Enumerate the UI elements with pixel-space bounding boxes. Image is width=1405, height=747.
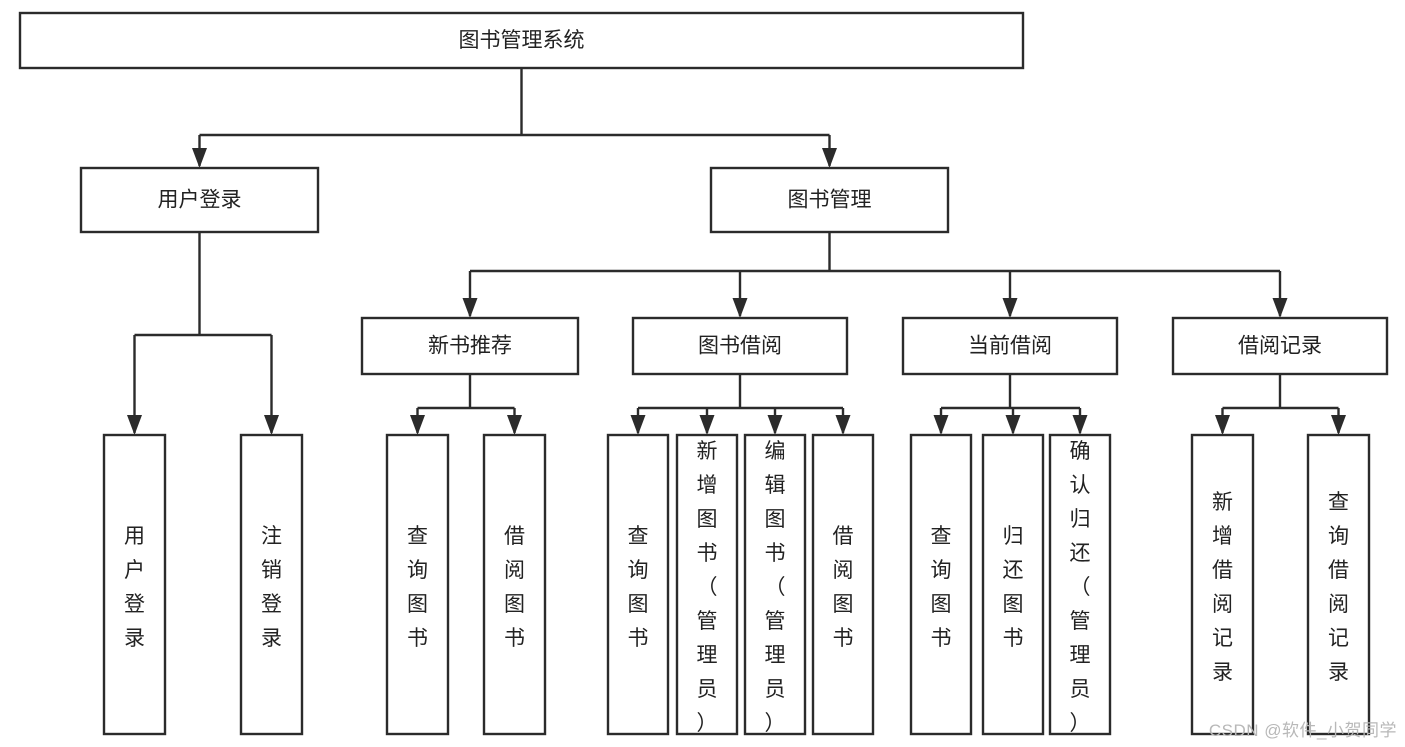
arrow-head-icon bbox=[1072, 415, 1088, 435]
watermark-label: CSDN @软件_小贺同学 bbox=[1208, 721, 1397, 740]
node-label-root: 图书管理系统 bbox=[459, 29, 585, 52]
node-box-nbr-borrow-book bbox=[482, 433, 547, 736]
node-user-login-leaf[interactable]: 用户登录 bbox=[102, 433, 167, 736]
node-label-borrow-record: 借阅记录 bbox=[1238, 335, 1322, 358]
node-box-user-login-leaf bbox=[102, 433, 167, 736]
node-box-current-borrow bbox=[901, 316, 1119, 376]
node-cb-return-book[interactable]: 归还图书 bbox=[981, 433, 1045, 736]
node-label-bb-borrow-book: 借阅图书 bbox=[833, 525, 854, 650]
node-label-cb-return-book: 归还图书 bbox=[1003, 525, 1024, 650]
node-cb-confirm-return[interactable]: 确认归还（管理员） bbox=[1048, 433, 1112, 736]
arrow-head-icon bbox=[1272, 298, 1288, 318]
node-box-root bbox=[18, 11, 1025, 70]
node-nbr-query-book[interactable]: 查询图书 bbox=[385, 433, 450, 736]
node-br-add-record[interactable]: 新增借阅记录 bbox=[1190, 433, 1255, 736]
node-book-management[interactable]: 图书管理 bbox=[709, 166, 950, 234]
arrow-head-icon bbox=[835, 415, 851, 435]
node-label-cb-confirm-return: 确认归还（管理员） bbox=[1070, 440, 1091, 735]
node-box-br-query-record bbox=[1306, 433, 1371, 736]
node-box-bb-borrow-book bbox=[811, 433, 875, 736]
arrow-head-icon bbox=[410, 415, 425, 435]
arrow-head-icon bbox=[933, 415, 949, 435]
node-root[interactable]: 图书管理系统 bbox=[18, 11, 1025, 70]
node-label-nbr-query-book: 查询图书 bbox=[407, 525, 428, 650]
node-bb-add-book[interactable]: 新增图书（管理员） bbox=[675, 433, 739, 736]
node-label-br-add-record: 新增借阅记录 bbox=[1212, 491, 1233, 684]
node-user-logout-leaf[interactable]: 注销登录 bbox=[239, 433, 304, 736]
node-book-borrow[interactable]: 图书借阅 bbox=[631, 316, 849, 376]
node-bb-borrow-book[interactable]: 借阅图书 bbox=[811, 433, 875, 736]
node-label-bb-query-book: 查询图书 bbox=[628, 525, 649, 650]
node-label-nbr-borrow-book: 借阅图书 bbox=[504, 525, 525, 650]
arrow-head-icon bbox=[507, 415, 522, 435]
node-nbr-borrow-book[interactable]: 借阅图书 bbox=[482, 433, 547, 736]
arrow-head-icon bbox=[822, 148, 837, 168]
node-box-book-borrow bbox=[631, 316, 849, 376]
arrow-head-icon bbox=[732, 298, 748, 318]
node-label-cb-query-book: 查询图书 bbox=[931, 525, 952, 650]
node-box-user-logout-leaf bbox=[239, 433, 304, 736]
node-box-nbr-query-book bbox=[385, 433, 450, 736]
node-box-cb-confirm-return bbox=[1048, 433, 1112, 736]
node-label-bb-add-book: 新增图书（管理员） bbox=[697, 440, 718, 735]
node-box-borrow-record bbox=[1171, 316, 1389, 376]
arrow-head-icon bbox=[264, 415, 279, 435]
node-bb-query-book[interactable]: 查询图书 bbox=[606, 433, 670, 736]
arrow-head-icon bbox=[1002, 298, 1018, 318]
node-label-book-management: 图书管理 bbox=[788, 189, 872, 212]
arrow-head-icon bbox=[1331, 415, 1346, 435]
node-label-br-query-record: 查询借阅记录 bbox=[1328, 491, 1349, 684]
node-label-user-login: 用户登录 bbox=[158, 189, 242, 212]
node-current-borrow[interactable]: 当前借阅 bbox=[901, 316, 1119, 376]
arrow-head-icon bbox=[1005, 415, 1021, 435]
arrow-head-icon bbox=[1215, 415, 1230, 435]
arrow-head-icon bbox=[127, 415, 142, 435]
arrow-head-icon bbox=[767, 415, 783, 435]
node-new-book-recommend[interactable]: 新书推荐 bbox=[360, 316, 580, 376]
node-label-user-logout-leaf: 注销登录 bbox=[261, 525, 282, 650]
arrow-head-icon bbox=[192, 148, 207, 168]
node-label-new-book-recommend: 新书推荐 bbox=[428, 335, 512, 358]
node-label-current-borrow: 当前借阅 bbox=[968, 335, 1052, 358]
node-br-query-record[interactable]: 查询借阅记录 bbox=[1306, 433, 1371, 736]
node-box-cb-query-book bbox=[909, 433, 973, 736]
node-borrow-record[interactable]: 借阅记录 bbox=[1171, 316, 1389, 376]
node-box-cb-return-book bbox=[981, 433, 1045, 736]
node-bb-edit-book[interactable]: 编辑图书（管理员） bbox=[743, 433, 807, 736]
node-cb-query-book[interactable]: 查询图书 bbox=[909, 433, 973, 736]
arrow-head-icon bbox=[630, 415, 646, 435]
arrow-head-icon bbox=[462, 298, 478, 318]
node-user-login[interactable]: 用户登录 bbox=[79, 166, 320, 234]
node-box-br-add-record bbox=[1190, 433, 1255, 736]
node-box-book-management bbox=[709, 166, 950, 234]
node-box-bb-query-book bbox=[606, 433, 670, 736]
node-box-bb-edit-book bbox=[743, 433, 807, 736]
node-box-bb-add-book bbox=[675, 433, 739, 736]
node-label-book-borrow: 图书借阅 bbox=[698, 335, 782, 358]
node-label-bb-edit-book: 编辑图书（管理员） bbox=[765, 440, 786, 735]
node-label-user-login-leaf: 用户登录 bbox=[124, 525, 145, 650]
arrow-head-icon bbox=[699, 415, 715, 435]
